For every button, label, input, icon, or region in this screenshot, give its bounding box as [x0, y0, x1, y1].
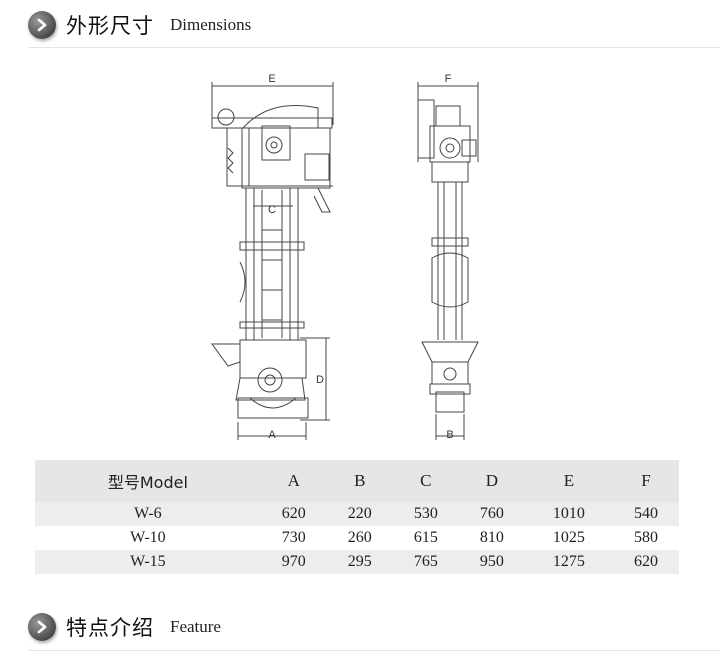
table-row: W-6 620 220 530 760 1010 540: [35, 502, 679, 526]
cell-e: 1025: [524, 526, 613, 550]
cell-model: W-15: [35, 550, 261, 574]
header-model: 型号Model: [35, 460, 261, 502]
dimensions-title-en: Dimensions: [170, 15, 252, 34]
cell-b: 295: [326, 550, 393, 574]
dimensions-divider: [28, 47, 720, 48]
cell-c: 765: [392, 550, 459, 574]
cell-a: 730: [260, 526, 327, 550]
dimensions-title-cn: 外形尺寸: [66, 14, 154, 38]
dimension-label-f: F: [445, 73, 452, 85]
cell-f: 540: [612, 502, 679, 526]
cell-d: 950: [458, 550, 525, 574]
dimension-label-c: C: [268, 204, 276, 216]
cell-c: 530: [392, 502, 459, 526]
cell-d: 810: [458, 526, 525, 550]
header-f: F: [612, 460, 679, 502]
table-header-row: 型号Model A B C D E F: [35, 460, 679, 502]
cell-a: 620: [260, 502, 327, 526]
cell-f: 620: [612, 550, 679, 574]
header-d: D: [458, 460, 525, 502]
dimensions-heading: 外形尺寸 Dimensions: [28, 10, 251, 40]
chevron-right-icon: [28, 11, 56, 39]
cell-b: 260: [326, 526, 393, 550]
feature-title-cn: 特点介绍: [66, 616, 154, 640]
dimension-label-b: B: [446, 429, 453, 441]
feature-heading: 特点介绍 Feature: [28, 612, 221, 642]
cell-d: 760: [458, 502, 525, 526]
chevron-right-icon: [28, 613, 56, 641]
header-b: B: [326, 460, 393, 502]
table-row: W-10 730 260 615 810 1025 580: [35, 526, 679, 550]
cell-c: 615: [392, 526, 459, 550]
cell-e: 1010: [524, 502, 613, 526]
header-e: E: [524, 460, 613, 502]
dimension-label-d: D: [316, 374, 324, 386]
header-a: A: [260, 460, 327, 502]
dimension-label-a: A: [268, 429, 276, 441]
cell-f: 580: [612, 526, 679, 550]
elevator-technical-drawing: E F C D A B: [211, 73, 479, 441]
cell-e: 1275: [524, 550, 613, 574]
dimensions-table: 型号Model A B C D E F W-6 620 220 530 760 …: [35, 460, 679, 574]
table-row: W-15 970 295 765 950 1275 620: [35, 550, 679, 574]
dimension-label-e: E: [268, 73, 275, 85]
cell-model: W-10: [35, 526, 261, 550]
header-c: C: [392, 460, 459, 502]
feature-divider: [28, 650, 720, 651]
cell-a: 970: [260, 550, 327, 574]
cell-b: 220: [326, 502, 393, 526]
feature-title-en: Feature: [170, 617, 221, 636]
cell-model: W-6: [35, 502, 261, 526]
